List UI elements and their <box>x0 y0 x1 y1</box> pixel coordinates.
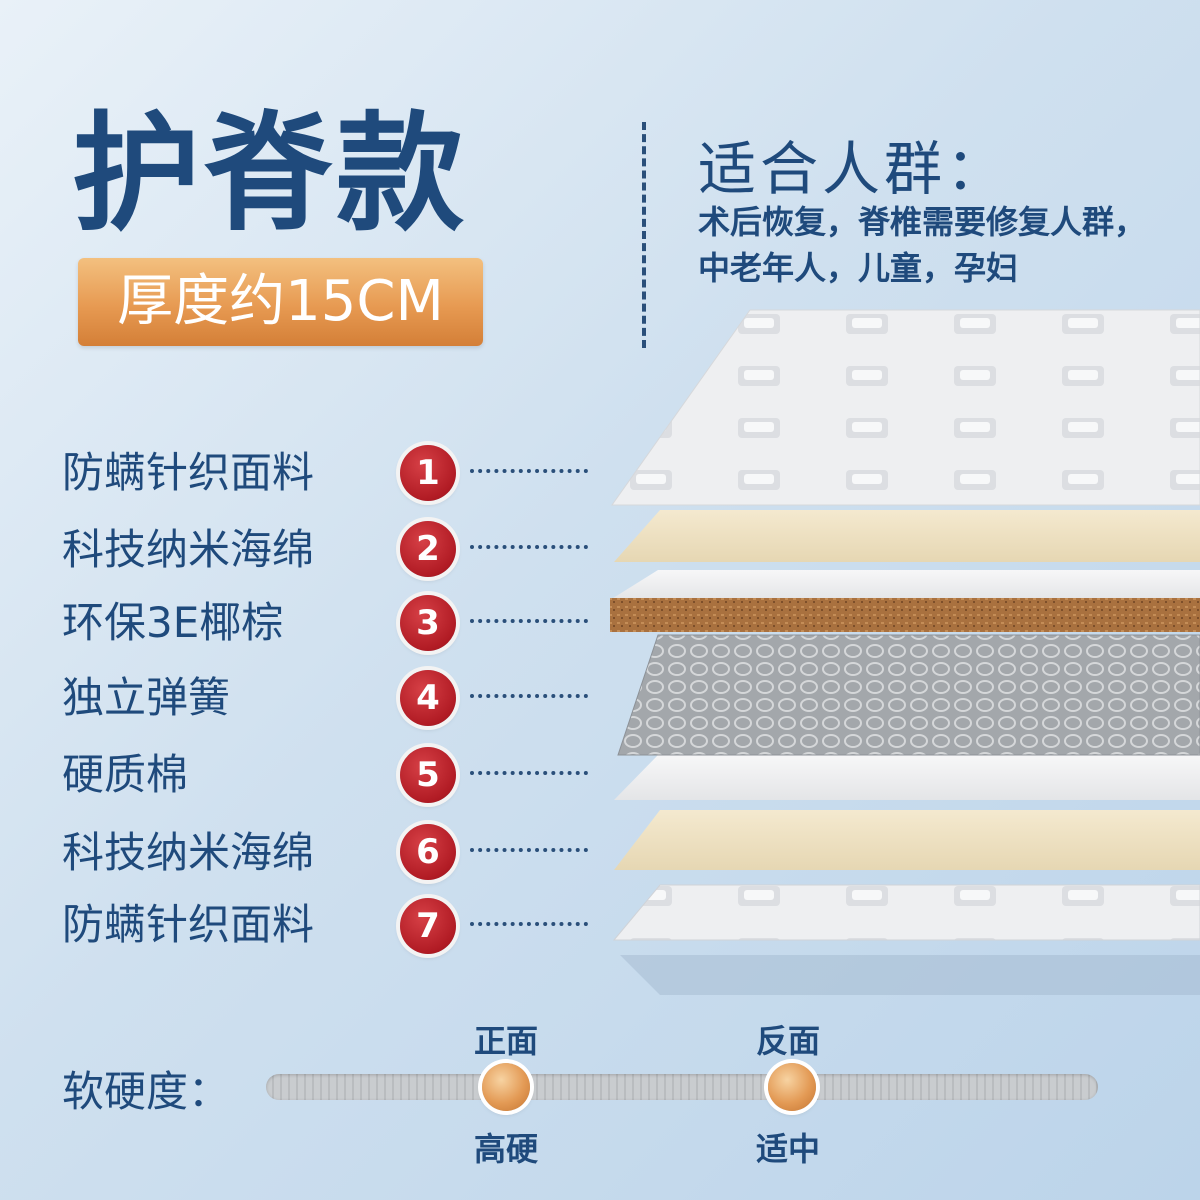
leader-line-4 <box>470 694 588 698</box>
layer-number-5: 5 <box>400 747 456 803</box>
layer-label-2: 科技纳米海绵 <box>62 525 315 574</box>
page-title: 护脊款 <box>72 100 469 249</box>
leader-line-2 <box>470 545 588 549</box>
leader-line-7 <box>470 922 588 926</box>
layer-3-coir-core <box>610 598 1200 632</box>
layer-6-foam <box>614 810 1200 870</box>
crowd-title: 适合人群： <box>698 135 1009 203</box>
layer-number-4: 4 <box>400 670 456 726</box>
leader-line-5 <box>470 771 588 775</box>
mattress-layers-illustration <box>610 309 1200 995</box>
softness-track <box>266 1074 1098 1100</box>
layer-label-1: 防螨针织面料 <box>62 448 315 497</box>
crowd-desc-line2: 中老年人，儿童，孕妇 <box>698 249 1019 287</box>
layer-number-1: 1 <box>400 445 456 501</box>
thickness-badge: 厚度约15CM <box>78 258 483 346</box>
layer-5-cotton <box>614 755 1200 800</box>
leader-line-1 <box>470 469 588 473</box>
softness-label: 软硬度： <box>62 1067 231 1116</box>
layer-number-3: 3 <box>400 595 456 651</box>
back-side-label: 反面 <box>756 1022 821 1060</box>
back-level-label: 适中 <box>756 1130 821 1168</box>
front-softness-knob <box>482 1063 530 1111</box>
leader-line-3 <box>470 619 588 623</box>
crowd-desc-line1: 术后恢复，脊椎需要修复人群， <box>698 203 1147 241</box>
layer-2-foam <box>614 510 1200 562</box>
layer-label-6: 科技纳米海绵 <box>62 828 315 877</box>
layer-7-fabric <box>612 884 1200 941</box>
front-level-label: 高硬 <box>474 1130 539 1168</box>
layer-label-5: 硬质棉 <box>62 750 189 799</box>
layer-label-7: 防螨针织面料 <box>62 900 315 949</box>
layer-number-6: 6 <box>400 824 456 880</box>
layer-3-coir <box>610 570 1200 600</box>
layer-number-7: 7 <box>400 898 456 954</box>
front-side-label: 正面 <box>474 1022 539 1060</box>
layer-4-springs <box>617 634 1200 756</box>
back-softness-knob <box>768 1063 816 1111</box>
layer-1-fabric <box>611 309 1200 506</box>
leader-line-6 <box>470 848 588 852</box>
divider <box>642 122 646 348</box>
layer-label-3: 环保3E椰棕 <box>62 598 284 647</box>
layer-label-4: 独立弹簧 <box>62 673 231 722</box>
layer-number-2: 2 <box>400 521 456 577</box>
